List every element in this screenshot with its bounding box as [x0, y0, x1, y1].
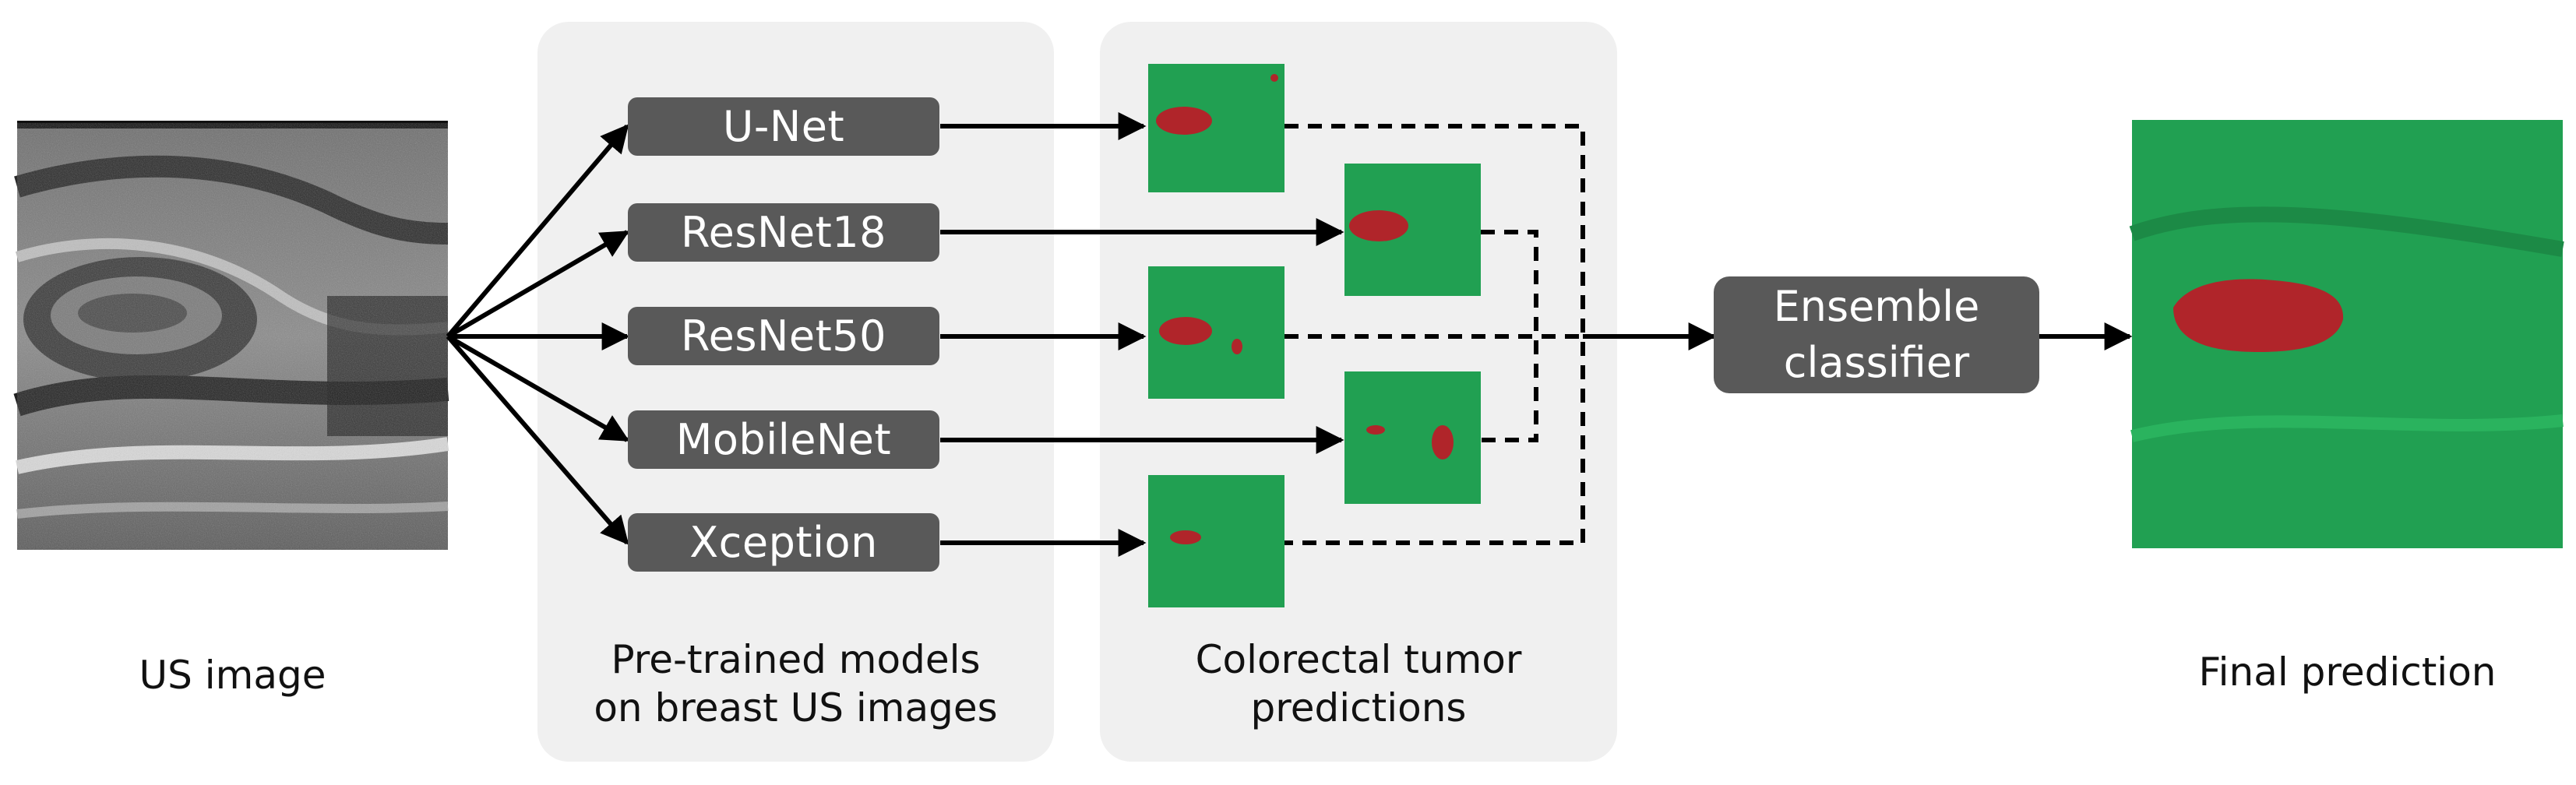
model-box-resnet50: ResNet50 [628, 307, 939, 365]
caption-predictions-line1: Colorectal tumor [1195, 637, 1522, 682]
caption-us-image-text: US image [139, 653, 326, 698]
input-arrows [446, 124, 630, 545]
final-prediction-image [2129, 120, 2564, 548]
prediction-xception [1148, 475, 1284, 607]
prediction-thumbnails [1148, 64, 1481, 607]
caption-us-image: US image [17, 651, 448, 699]
prediction-resnet18 [1344, 164, 1481, 296]
caption-models: Pre-trained models on breast US images [537, 635, 1054, 732]
ensemble-classifier-box: Ensemble classifier [1714, 276, 2039, 393]
model-box-xception: Xception [628, 513, 939, 572]
us-image [13, 121, 449, 550]
prediction-resnet50 [1148, 266, 1284, 399]
model-arrows [940, 112, 1344, 557]
caption-final-prediction-text: Final prediction [2198, 649, 2497, 695]
model-box-unet: U-Net [628, 97, 939, 156]
caption-predictions: Colorectal tumor predictions [1100, 635, 1617, 732]
prediction-unet [1148, 64, 1284, 192]
model-box-resnet18: ResNet18 [628, 203, 939, 262]
caption-models-line1: Pre-trained models [611, 637, 981, 682]
caption-predictions-line2: predictions [1250, 685, 1467, 730]
prediction-mobilenet [1344, 371, 1481, 504]
caption-models-line2: on breast US images [594, 685, 998, 730]
ensemble-label-line1: Ensemble [1773, 282, 1980, 331]
ensemble-connectors [1284, 124, 1585, 545]
caption-final-prediction: Final prediction [2132, 648, 2563, 696]
ensemble-label-line2: classifier [1783, 338, 1970, 387]
model-box-mobilenet: MobileNet [628, 410, 939, 469]
